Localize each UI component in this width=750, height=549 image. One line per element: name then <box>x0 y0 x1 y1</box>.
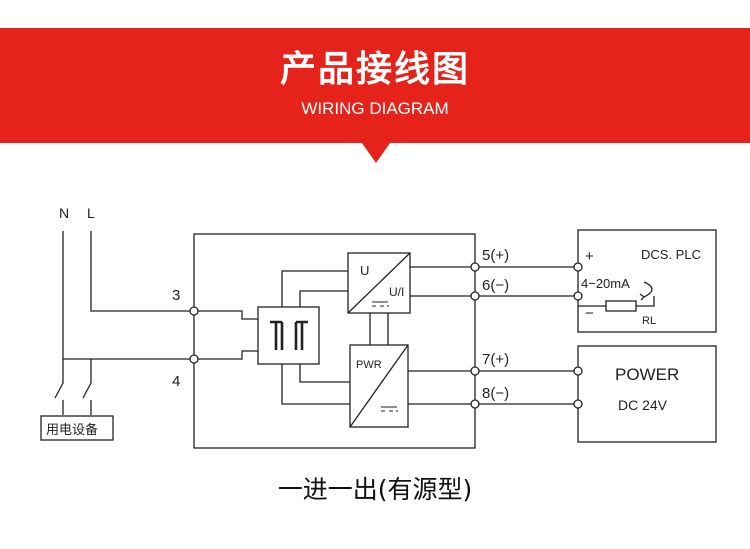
power-block-label: PWR <box>356 359 382 371</box>
plc-signal-label: 4−20mA <box>581 276 630 291</box>
converter-input-label: U <box>360 263 369 278</box>
terminal-5-label: 5(+) <box>482 247 509 264</box>
resistor-rl <box>605 300 637 312</box>
neutral-label: N <box>59 205 69 221</box>
header-banner <box>0 28 750 163</box>
terminal-3 <box>189 306 199 316</box>
banner-background <box>0 28 750 163</box>
page-subtitle: WIRING DIAGRAM <box>301 99 449 118</box>
power-box-title: POWER <box>615 365 679 384</box>
isolation-block <box>257 306 320 365</box>
resistor-label: RL <box>642 315 656 327</box>
load-device-box <box>40 415 114 441</box>
page-title: 产品接线图 <box>279 49 470 90</box>
switch-neutral <box>54 359 64 415</box>
converter-block <box>347 252 411 314</box>
terminal-7-label: 7(+) <box>482 351 509 368</box>
terminal-8 <box>470 399 480 409</box>
terminal-6 <box>470 291 480 301</box>
power-block <box>349 344 409 428</box>
switch-live <box>82 359 92 415</box>
isolation-symbol <box>270 320 308 350</box>
isolation-to-power <box>281 364 350 405</box>
converter-power-link <box>369 313 389 345</box>
isolation-to-converter <box>281 270 348 307</box>
live-line <box>90 231 194 312</box>
current-arrow <box>643 281 653 298</box>
plc-box <box>577 229 717 333</box>
terminal-4 <box>189 354 199 364</box>
live-label: L <box>87 205 95 221</box>
terminal-4-label: 4 <box>172 373 180 390</box>
terminal-3-label: 3 <box>172 287 180 304</box>
terminal-7 <box>470 366 480 376</box>
power-box <box>577 345 717 443</box>
module-box <box>193 233 476 449</box>
plc-plus-label: + <box>585 248 594 265</box>
terminal-8-label: 8(−) <box>482 385 509 402</box>
terminal-6-label: 6(−) <box>482 277 509 294</box>
diagram-caption: 一进一出(有源型) <box>277 475 473 504</box>
converter-output-label: U/I <box>389 285 404 299</box>
terminal-5 <box>470 262 480 272</box>
power-box-voltage: DC 24V <box>618 397 668 413</box>
load-device-label: 用电设备 <box>46 422 98 438</box>
plc-minus-label: − <box>585 305 594 322</box>
plc-title: DCS. PLC <box>641 247 701 262</box>
